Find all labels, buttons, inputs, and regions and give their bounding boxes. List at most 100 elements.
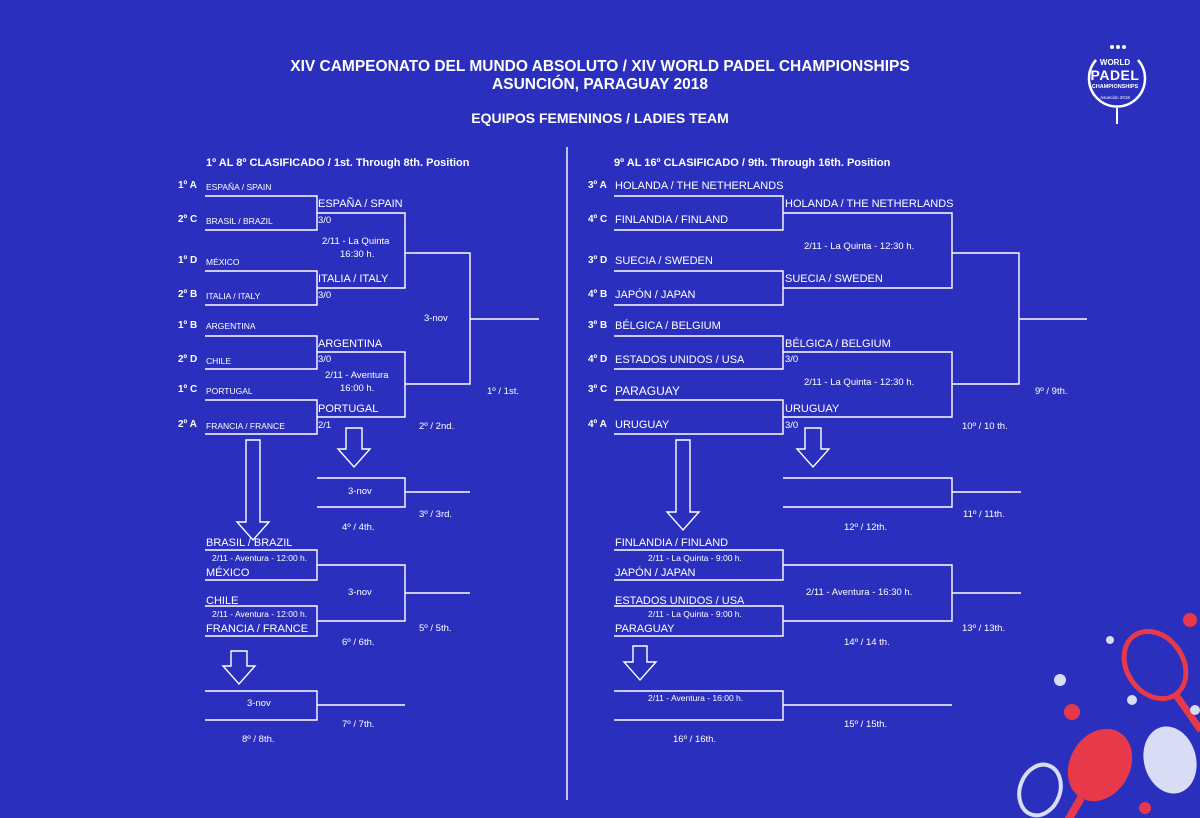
sf-time: 16:30 h. bbox=[340, 249, 375, 260]
seed-label: 2º B bbox=[178, 289, 198, 300]
team-name: CHILE bbox=[206, 356, 232, 366]
qf-score: 3/0 bbox=[785, 420, 799, 431]
right-heading: 9º AL 16º CLASIFICADO / 9th. Through 16t… bbox=[614, 157, 891, 169]
section-title: EQUIPOS FEMENINOS / LADIES TEAM bbox=[471, 110, 729, 126]
cons-team: ESTADOS UNIDOS / USA bbox=[615, 595, 745, 607]
position-fifteenth: 15º / 15th. bbox=[844, 719, 888, 730]
team-name: JAPÓN / JAPAN bbox=[615, 289, 696, 301]
team-name: FINLANDIA / FINLAND bbox=[615, 214, 729, 226]
position-tenth: 10º / 10 th. bbox=[962, 421, 1008, 432]
qf-winner: ITALIA / ITALY bbox=[318, 273, 389, 285]
qf-score: 3/0 bbox=[318, 354, 332, 365]
seed-label: 3º C bbox=[588, 384, 608, 395]
team-name: ESTADOS UNIDOS / USA bbox=[615, 354, 745, 366]
position-eighth: 8º / 8th. bbox=[242, 734, 275, 745]
cons-team: FINLANDIA / FINLAND bbox=[615, 537, 729, 549]
team-name: ESPAÑA / SPAIN bbox=[206, 182, 272, 192]
position-eleventh: 11º / 11th. bbox=[963, 509, 1005, 520]
team-name: BÉLGICA / BELGIUM bbox=[615, 320, 721, 332]
fifteenth-place-date: 2/11 - Aventura - 16:00 h. bbox=[648, 693, 744, 703]
logo-text-padel: PADEL bbox=[1090, 67, 1140, 83]
seed-label: 1º D bbox=[178, 255, 198, 266]
cons-date: 2/11 - Aventura - 12:00 h. bbox=[212, 609, 308, 619]
team-name: PORTUGAL bbox=[206, 386, 253, 396]
page-subtitle: ASUNCIÓN, PARAGUAY 2018 bbox=[492, 76, 708, 93]
qf-score: 2/1 bbox=[318, 420, 332, 431]
seed-label: 2º A bbox=[178, 419, 197, 430]
logo-text-location: Asunción 2018 bbox=[1100, 95, 1130, 100]
seed-label: 3º B bbox=[588, 320, 608, 331]
team-name: FRANCIA / FRANCE bbox=[206, 421, 285, 431]
position-first: 1º / 1st. bbox=[487, 386, 519, 397]
position-fifth: 5º / 5th. bbox=[419, 623, 452, 634]
arrow-down-icon bbox=[221, 650, 257, 686]
padel-decoration-icon bbox=[1017, 613, 1200, 818]
position-twelfth: 12º / 12th. bbox=[844, 522, 888, 533]
position-sixth: 6º / 6th. bbox=[342, 637, 375, 648]
arrow-down-icon bbox=[336, 427, 372, 469]
cons-date: 2/11 - Aventura - 12:00 h. bbox=[212, 553, 308, 563]
qf-winner: ARGENTINA bbox=[318, 338, 383, 350]
position-sixteenth: 16º / 16th. bbox=[673, 734, 717, 745]
team-name: MÉXICO bbox=[206, 257, 240, 267]
seventh-place-date: 3-nov bbox=[247, 698, 271, 709]
team-name: HOLANDA / THE NETHERLANDS bbox=[615, 180, 784, 192]
qf-winner: SUECIA / SWEDEN bbox=[785, 273, 883, 285]
position-second: 2º / 2nd. bbox=[419, 421, 455, 432]
sf-time: 16:00 h. bbox=[340, 383, 375, 394]
cons-date: 2/11 - La Quinta - 9:00 h. bbox=[648, 553, 742, 563]
qf-score: 3/0 bbox=[785, 354, 799, 365]
cons-final-date: 3-nov bbox=[348, 587, 372, 598]
position-ninth: 9º / 9th. bbox=[1035, 386, 1068, 397]
team-name: BRASIL / BRAZIL bbox=[206, 216, 273, 226]
seed-label: 4º A bbox=[588, 419, 607, 430]
qf-winner: BÉLGICA / BELGIUM bbox=[785, 338, 891, 350]
seed-label: 4º C bbox=[588, 214, 608, 225]
seed-label: 1º B bbox=[178, 320, 198, 331]
seed-label: 4º D bbox=[588, 354, 608, 365]
seed-label: 4º B bbox=[588, 289, 608, 300]
cons-team: BRASIL / BRAZIL bbox=[206, 537, 293, 549]
cons-team: MÉXICO bbox=[206, 567, 250, 579]
arrow-down-icon bbox=[622, 645, 658, 682]
seed-label: 2º D bbox=[178, 354, 198, 365]
logo-text-championships: CHAMPIONSHIPS bbox=[1091, 84, 1139, 90]
seed-label: 1º C bbox=[178, 384, 198, 395]
cons-team: JAPÓN / JAPAN bbox=[615, 567, 696, 579]
team-name: PARAGUAY bbox=[615, 384, 680, 398]
arrow-down-icon bbox=[795, 427, 831, 469]
qf-winner: PORTUGAL bbox=[318, 403, 379, 415]
seed-label: 3º A bbox=[588, 180, 607, 191]
cons-team: FRANCIA / FRANCE bbox=[206, 623, 309, 635]
arrow-down-icon bbox=[235, 439, 271, 542]
qf-score: 3/0 bbox=[318, 215, 332, 226]
position-thirteenth: 13º / 13th. bbox=[962, 623, 1006, 634]
cons-team: CHILE bbox=[206, 595, 239, 607]
qf-winner: HOLANDA / THE NETHERLANDS bbox=[785, 198, 954, 210]
arrow-down-icon bbox=[665, 439, 701, 532]
position-fourteenth: 14º / 14 th. bbox=[844, 637, 890, 648]
sf-date: 2/11 - Aventura bbox=[325, 370, 389, 381]
qf-winner: ESPAÑA / SPAIN bbox=[318, 198, 403, 210]
logo-text-world: WORLD bbox=[1099, 58, 1131, 67]
position-third: 3º / 3rd. bbox=[419, 509, 453, 520]
sf-date: 2/11 - La Quinta - 12:30 h. bbox=[804, 377, 915, 388]
team-name: ITALIA / ITALY bbox=[206, 291, 261, 301]
third-place-date: 3-nov bbox=[348, 486, 372, 497]
world-padel-logo: WORLD PADEL CHAMPIONSHIPS Asunción 2018 bbox=[1084, 38, 1146, 126]
cons-date: 2/11 - La Quinta - 9:00 h. bbox=[648, 609, 742, 619]
seed-label: 1º A bbox=[178, 180, 197, 191]
team-name: URUGUAY bbox=[615, 419, 670, 431]
cons-final-date: 2/11 - Aventura - 16:30 h. bbox=[806, 587, 913, 598]
position-seventh: 7º / 7th. bbox=[342, 719, 375, 730]
page-title: XIV CAMPEONATO DEL MUNDO ABSOLUTO / XIV … bbox=[290, 58, 910, 75]
team-name: SUECIA / SWEDEN bbox=[615, 255, 713, 267]
logo-icon bbox=[1087, 45, 1147, 124]
final-date: 3-nov bbox=[424, 313, 448, 324]
left-heading: 1º AL 8º CLASIFICADO / 1st. Through 8th.… bbox=[206, 157, 470, 169]
position-fourth: 4º / 4th. bbox=[342, 522, 375, 533]
qf-score: 3/0 bbox=[318, 290, 332, 301]
cons-team: PARAGUAY bbox=[615, 623, 675, 635]
